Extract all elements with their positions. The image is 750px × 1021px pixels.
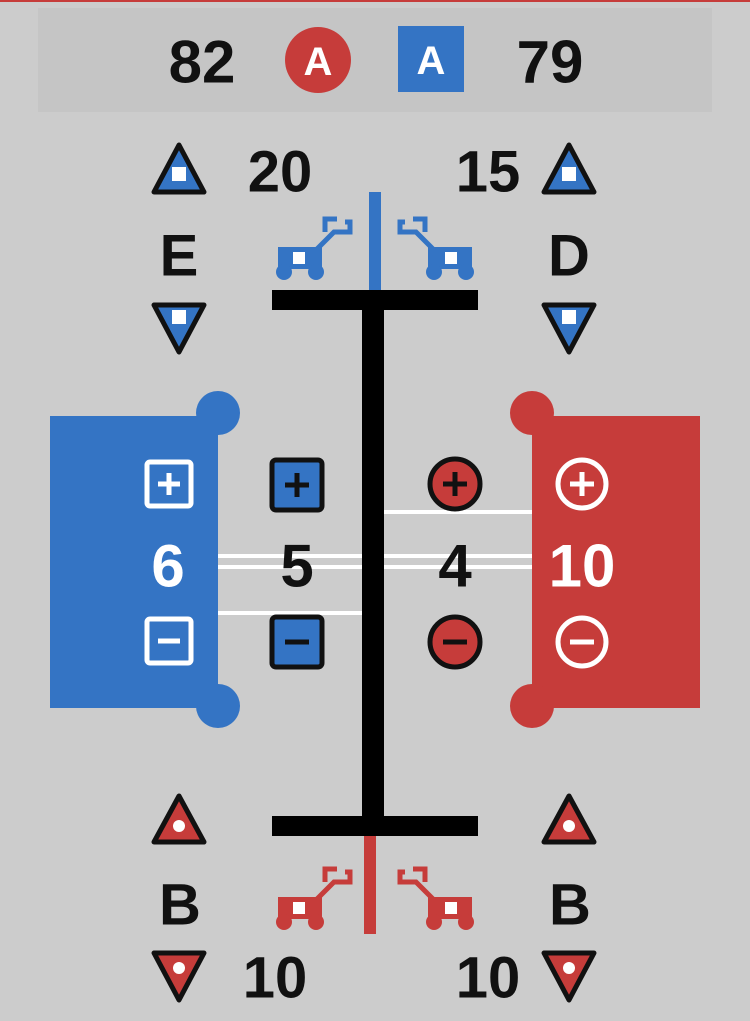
blue-down-arrow-right-icon[interactable]: [541, 302, 597, 355]
red-panel: [510, 391, 700, 728]
red-score: 82: [169, 29, 236, 96]
red-mid-value: 4: [438, 533, 472, 600]
red-goal-post: [364, 836, 376, 934]
blue-panel-value: 6: [151, 533, 184, 600]
red-panel-minus-button[interactable]: [555, 615, 609, 669]
link-line: [384, 510, 532, 514]
link-line: [218, 611, 362, 615]
red-up-arrow-left-icon[interactable]: [151, 793, 207, 845]
bottom-left-count: 10: [243, 946, 308, 1011]
blue-panel-minus-button[interactable]: [144, 616, 194, 666]
score-bar: [38, 8, 712, 112]
blue-cart-right-icon: [400, 219, 474, 280]
blue-panel: [50, 391, 240, 728]
red-team-badge: [285, 27, 351, 93]
red-cart-right-icon: [400, 869, 474, 930]
bottom-right-count: 10: [456, 946, 521, 1011]
blue-mid-plus-button[interactable]: [269, 457, 325, 513]
top-right-count: 15: [456, 140, 521, 205]
bottom-left-label: B: [159, 873, 201, 938]
blue-mid-minus-button[interactable]: [269, 614, 325, 670]
blue-up-arrow-left-icon[interactable]: [151, 142, 207, 195]
top-accent-line: [0, 0, 750, 2]
blue-goal-post: [369, 192, 381, 292]
red-down-arrow-right-icon[interactable]: [541, 950, 597, 1003]
blue-team-badge: [398, 26, 464, 92]
red-mid-minus-button[interactable]: [427, 614, 483, 670]
red-mid-plus-button[interactable]: [427, 456, 483, 512]
red-team-badge-label: A: [304, 40, 333, 84]
blue-up-arrow-right-icon[interactable]: [541, 142, 597, 195]
blue-mid-value: 5: [280, 533, 313, 600]
center-divider: [362, 290, 384, 836]
top-left-label: E: [160, 224, 199, 289]
bottom-crossbar: [272, 816, 478, 836]
red-cart-left-icon: [276, 869, 350, 930]
red-up-arrow-right-icon[interactable]: [541, 793, 597, 845]
top-right-label: D: [548, 224, 590, 289]
red-panel-value: 10: [549, 533, 616, 600]
blue-panel-plus-button[interactable]: [144, 459, 194, 509]
bottom-right-label: B: [549, 873, 591, 938]
blue-down-arrow-left-icon[interactable]: [151, 302, 207, 355]
blue-score: 79: [517, 29, 584, 96]
red-panel-plus-button[interactable]: [555, 457, 609, 511]
top-left-count: 20: [248, 140, 313, 205]
blue-team-badge-label: A: [417, 39, 446, 83]
red-down-arrow-left-icon[interactable]: [151, 950, 207, 1003]
blue-cart-left-icon: [276, 219, 350, 280]
